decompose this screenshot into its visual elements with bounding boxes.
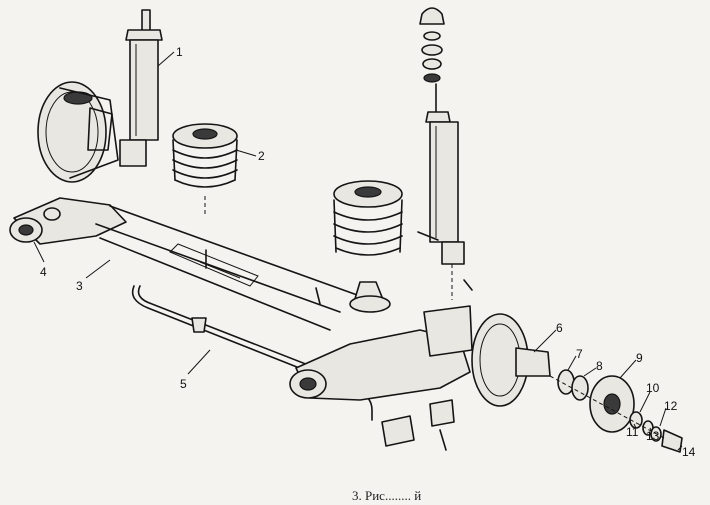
callout-7: 7	[576, 347, 583, 361]
hub-bearing-assembly	[549, 369, 683, 453]
callout-13: 13	[646, 429, 660, 443]
right-coil-spring	[333, 180, 403, 313]
callout-11: 11	[626, 425, 639, 439]
callout-9: 9	[636, 351, 643, 365]
left-shock-absorber	[119, 9, 163, 167]
callout-14: 14	[682, 445, 696, 459]
right-trailing-arm	[289, 305, 473, 401]
callout-4: 4	[40, 265, 47, 279]
callout-8: 8	[596, 359, 603, 373]
callout-5: 5	[180, 377, 187, 391]
callout-labels: 1 2 3 4 5 6 7 8 9 10 11 12 13 14	[40, 45, 696, 459]
axle-beam	[95, 205, 361, 331]
right-shock-absorber	[419, 7, 465, 300]
callout-6: 6	[556, 321, 563, 335]
callout-2: 2	[258, 149, 265, 163]
left-coil-spring	[172, 123, 238, 214]
fasteners	[205, 231, 473, 305]
callout-10: 10	[646, 381, 660, 395]
figure-caption: 3. Рис........ й	[352, 488, 421, 503]
left-trailing-arm	[9, 197, 127, 245]
callout-12: 12	[664, 399, 678, 413]
callout-3: 3	[76, 279, 83, 293]
leader-lines	[33, 51, 683, 451]
rear-bush	[381, 399, 455, 451]
right-backplate	[471, 313, 551, 407]
left-brake-drum	[37, 81, 119, 183]
callout-1: 1	[176, 45, 183, 59]
